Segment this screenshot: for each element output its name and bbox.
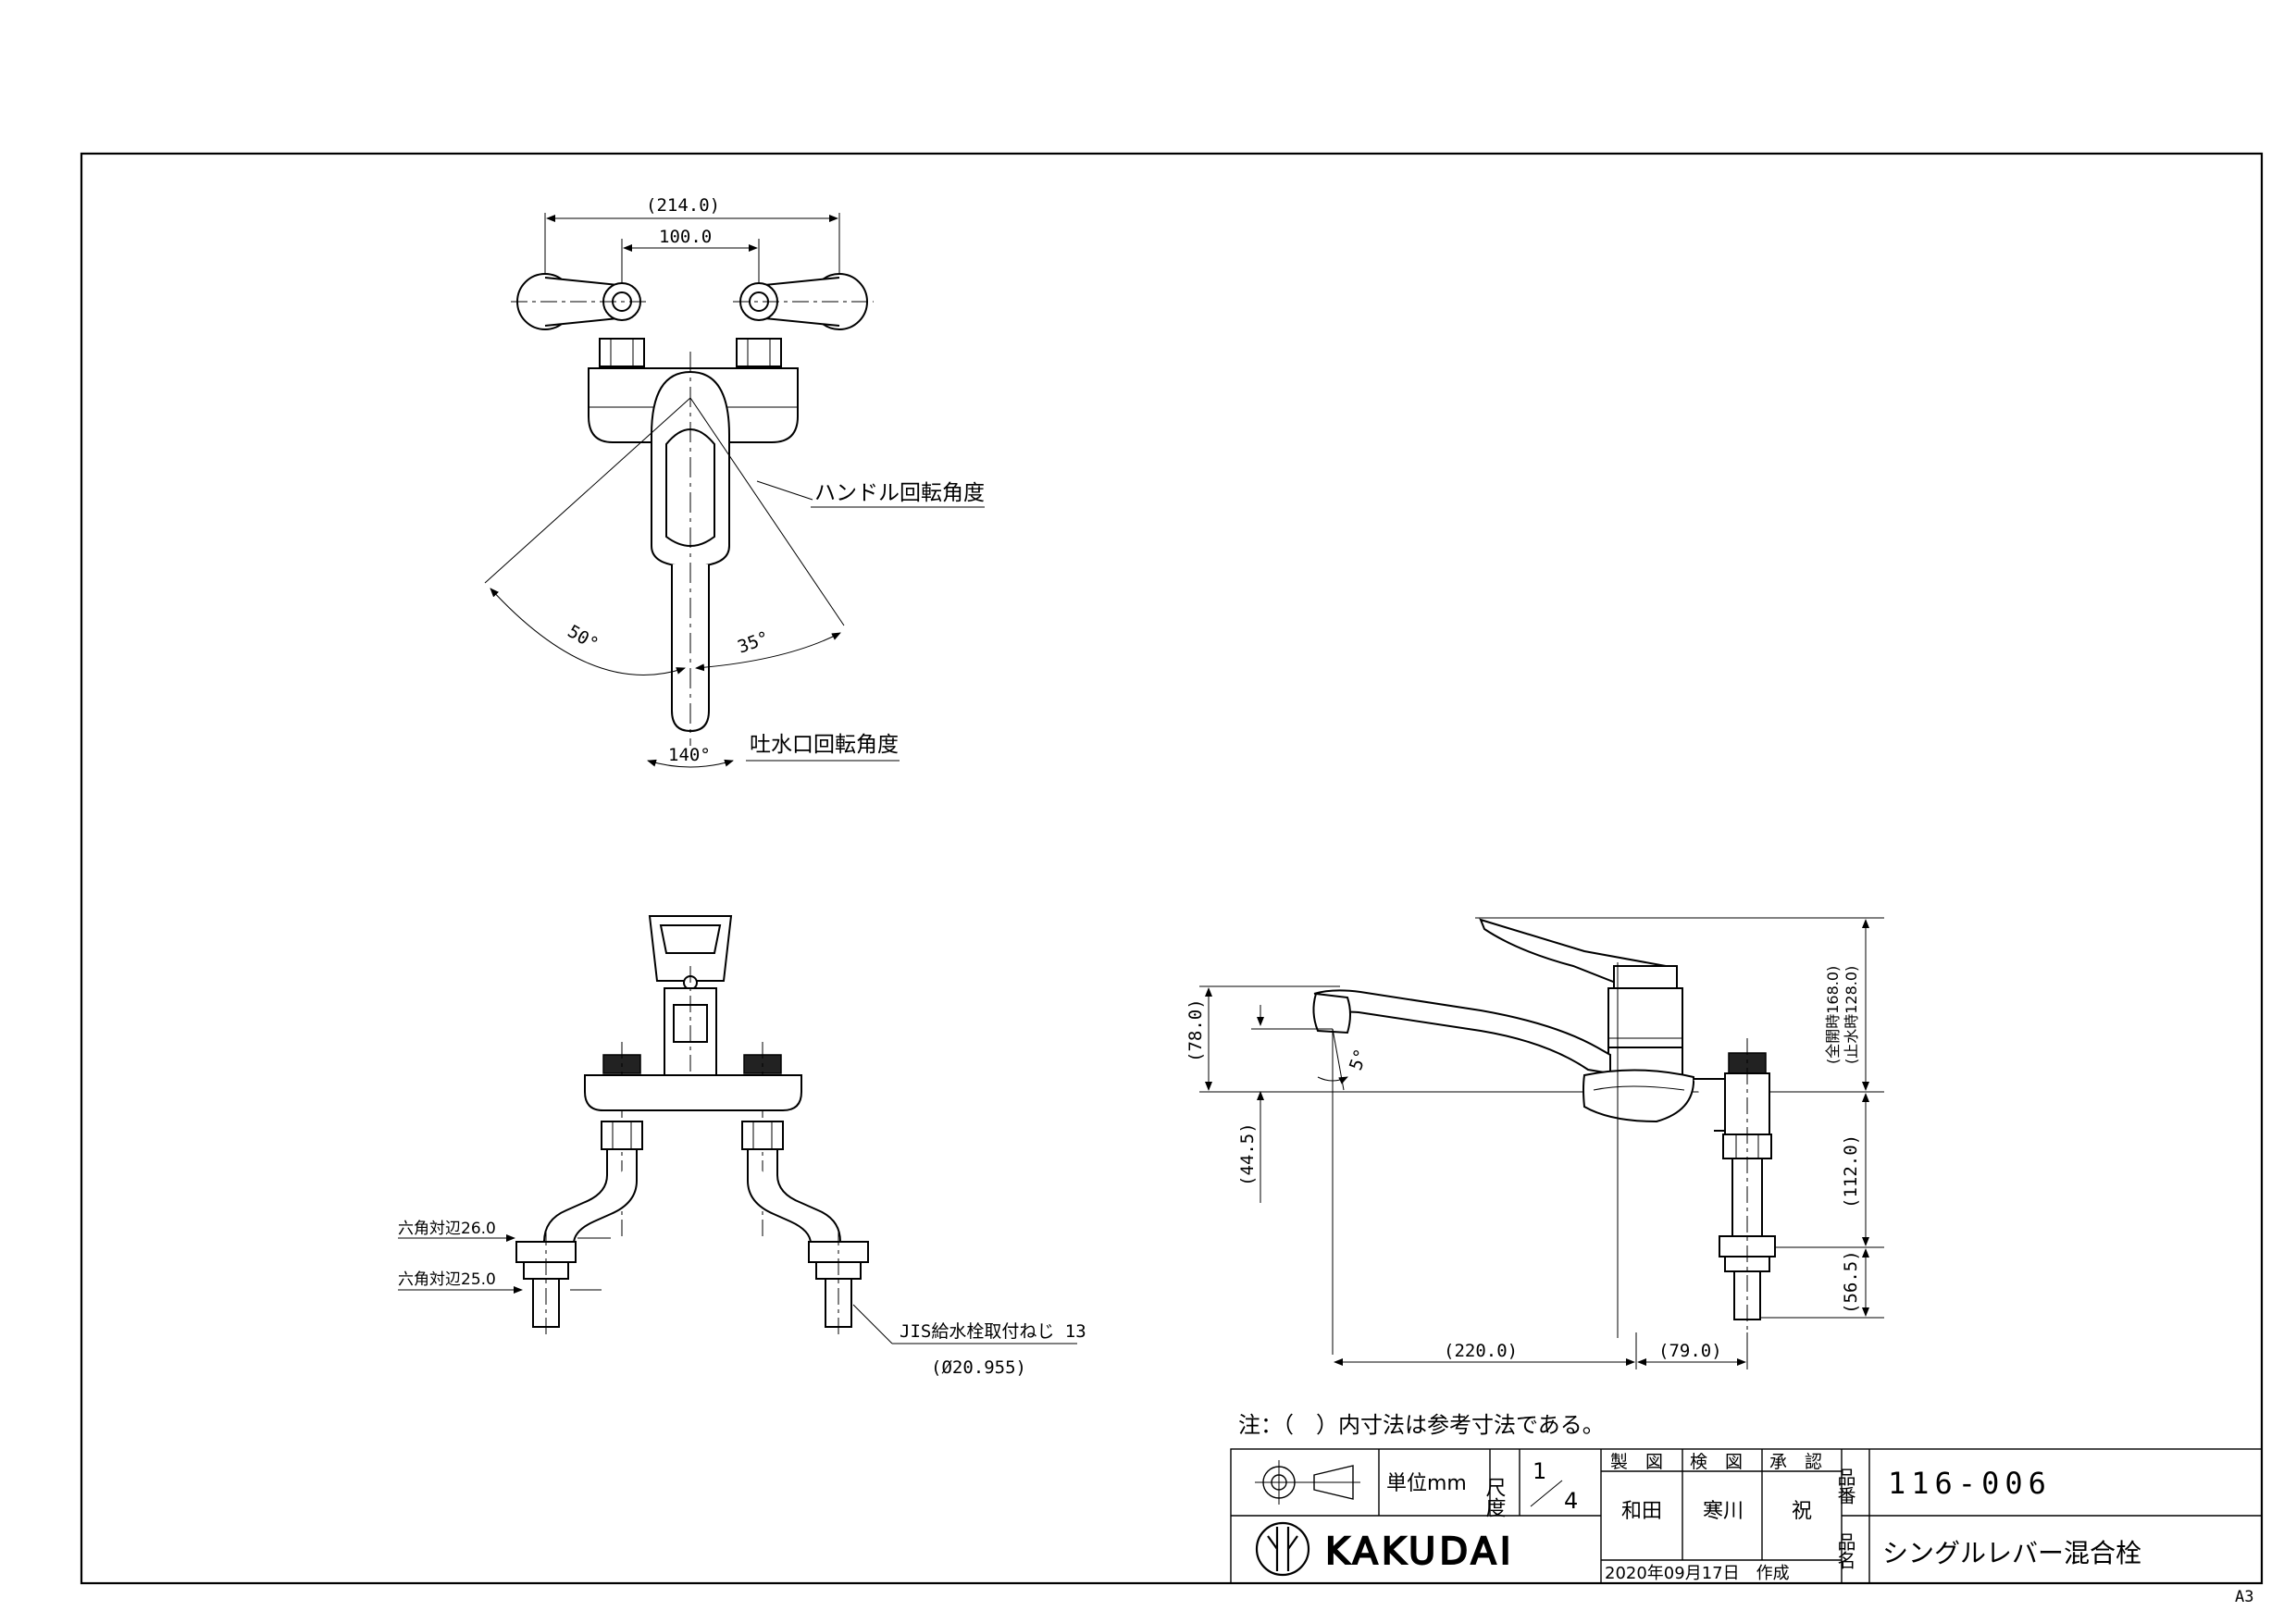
sheet-size: A3 [2235,1588,2253,1606]
dim-79: (79.0) [1658,1341,1722,1361]
dim-112: (112.0) [1841,1134,1861,1208]
approved-by: 祝 [1792,1500,1812,1523]
brand-wordmark: KAKUDAI [1325,1530,1515,1573]
title-block: 単位mm 尺度 1 4 製 図 検 図 承 認 和田 寒川 祝 2020年09月… [1230,1448,2263,1584]
unit-label: 単位mm [1386,1472,1467,1495]
dim-220: (220.0) [1444,1341,1518,1361]
kakudai-logo: KAKUDAI [1255,1521,1515,1577]
scale-label: 尺度 [1483,1477,1507,1518]
angle-50: 50° [565,621,602,654]
dim-128: (止水時128.0) [1843,966,1860,1064]
part-no-label: 品番 [1834,1468,1856,1505]
part-number: 116-006 [1888,1466,2052,1501]
drawing-border [80,152,2264,1585]
drafted-by: 和田 [1621,1500,1662,1523]
hex-25-label: 六角対辺25.0 [398,1270,496,1289]
scale-denominator: 4 [1564,1488,1578,1514]
pipe-diameter: (Ø20.955) [931,1357,1026,1378]
drafted-label: 製 図 [1610,1452,1663,1472]
hex-26-label: 六角対辺26.0 [398,1220,496,1238]
dim-78: (78.0) [1185,998,1206,1062]
dim-214: (214.0) [646,195,720,216]
product-name: シングルレバー混合栓 [1882,1538,2141,1568]
top-view: (214.0) 100.0 [484,195,985,768]
angle-140: 140° [668,745,711,765]
jis-thread-label: JIS給水栓取付ねじ 13 [900,1321,1086,1342]
dim-100: 100.0 [659,227,712,247]
side-view: (78.0) (44.5) 5° (全開時168.0) (止水時128.0) (… [1185,917,1884,1369]
checked-label: 検 図 [1690,1452,1743,1472]
spout-angle-label: 吐水口回転角度 [750,733,899,757]
product-name-label: 品名 [1834,1532,1856,1569]
scale-numerator: 1 [1533,1458,1546,1484]
angle-5: 5° [1346,1047,1372,1073]
creation-date: 2020年09月17日 作成 [1605,1564,1790,1583]
dim-56: (56.5) [1841,1250,1861,1314]
dim-168: (全開時168.0) [1824,966,1842,1064]
front-view: 六角対辺26.0 六角対辺25.0 JIS給水栓取付ねじ 13 (Ø20.955… [398,915,1086,1378]
handle-angle-label: ハンドル回転角度 [814,481,985,505]
dim-44: (44.5) [1237,1122,1258,1186]
angle-35: 35° [735,627,772,657]
approved-label: 承 認 [1769,1452,1822,1472]
reference-note: 注：（ ）内寸法は参考寸法である。 [1238,1412,1605,1438]
checked-by: 寒川 [1703,1500,1744,1523]
